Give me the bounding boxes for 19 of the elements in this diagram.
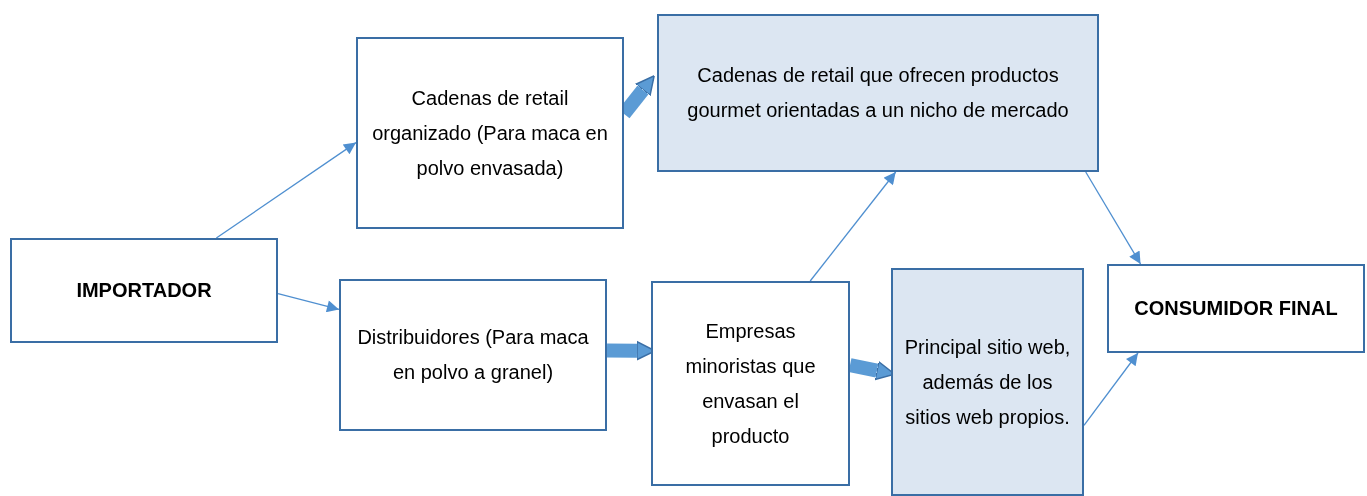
node-label: Empresas minoristas que envasan el producto bbox=[684, 318, 817, 449]
arrow bbox=[809, 171, 897, 282]
process-box bbox=[651, 281, 850, 486]
process-box bbox=[10, 238, 278, 343]
process-box bbox=[339, 279, 607, 431]
node-label: Principal sitio web, además de los sitios web propios. bbox=[903, 334, 1072, 430]
node-label: Cadenas de retail que ofrecen productos gourmet orientadas a un nicho de mercado bbox=[686, 63, 1070, 123]
process-box bbox=[891, 268, 1084, 496]
process-box bbox=[657, 14, 1099, 172]
node-label: Distribuidores (Para maca en polvo a granel) bbox=[356, 325, 590, 385]
process-box bbox=[1107, 264, 1365, 353]
node-label: IMPORTADOR bbox=[76, 278, 212, 303]
arrow bbox=[1083, 352, 1139, 426]
process-box bbox=[356, 37, 624, 229]
arrow bbox=[277, 293, 340, 313]
node-label: CONSUMIDOR FINAL bbox=[1134, 296, 1338, 321]
arrow bbox=[215, 141, 357, 239]
arrow bbox=[1085, 171, 1142, 265]
node-label: Cadenas de retail organizado (Para maca en polvo envasada) bbox=[371, 85, 609, 181]
